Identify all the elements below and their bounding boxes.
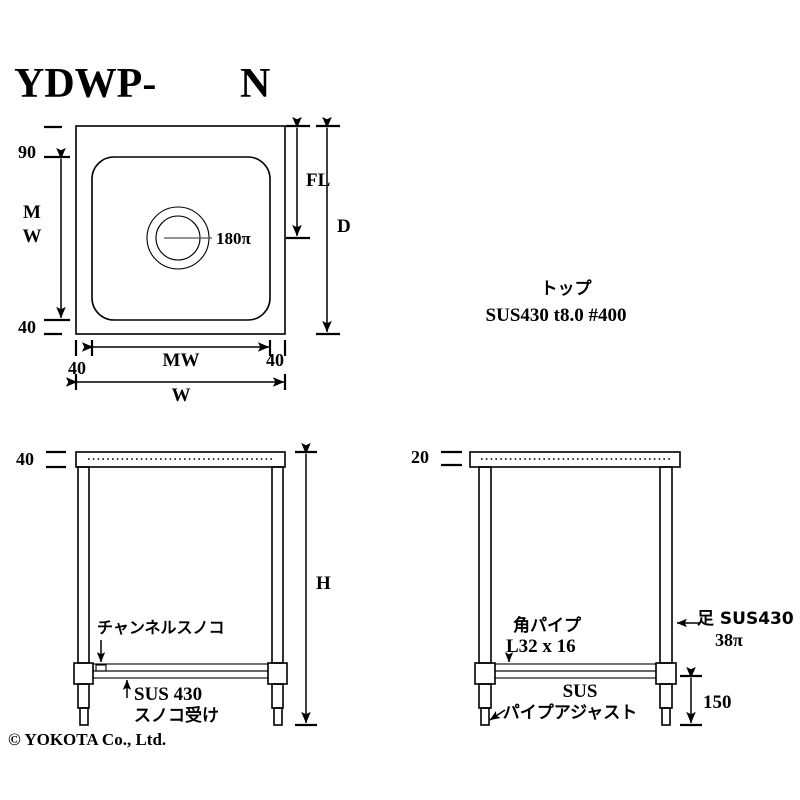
front-callout-support-line2: スノコ受け — [134, 705, 219, 726]
side-elevation-view: 20 角パイプ L32 x 16 足 SUS430 38π SUS パイプアジャ… — [411, 447, 794, 727]
dim-label-90: 90 — [18, 142, 36, 162]
drain-size-label: 180π — [216, 229, 252, 248]
front-elevation-view: 40 H チャンネルスノコ SUS 430 スノコ受け — [16, 442, 331, 727]
front-shelf-channel-detail — [95, 664, 107, 672]
basin-outline — [91, 156, 271, 321]
front-callout-support-line1: SUS 430 — [134, 684, 202, 705]
side-dim-label-150: 150 — [703, 692, 732, 713]
side-callout-pipe-line2: L32 x 16 — [506, 636, 576, 657]
side-callout-leg-line2: 38π — [715, 630, 743, 650]
front-top-slab — [75, 451, 286, 468]
side-callout-adjuster-leader — [489, 709, 506, 721]
front-shelf-rail-lower — [92, 670, 269, 679]
side-foot-left — [480, 707, 490, 726]
material-note-line2: SUS430 t8.0 #400 — [486, 305, 627, 326]
copyright-notice: © YOKOTA Co., Ltd. — [8, 730, 166, 749]
front-dim-label-40: 40 — [16, 449, 34, 469]
side-callout-leg-line1: 足 SUS430 — [697, 609, 794, 629]
dim-label-mw-horizontal: MW — [163, 350, 200, 371]
front-dim-label-h: H — [316, 573, 331, 594]
dim-label-d: D — [337, 216, 351, 237]
top-plate-outline — [75, 125, 286, 335]
front-foot-left — [79, 707, 89, 726]
material-note-line1: トップ — [541, 278, 593, 299]
dim-label-40-left: 40 — [18, 317, 36, 337]
top-material-note: トップ SUS430 t8.0 #400 — [486, 278, 627, 326]
side-callout-adjuster-line2: パイプアジャスト — [503, 702, 637, 723]
side-shelf-rail-lower — [494, 670, 657, 679]
dim-label-w: W — [172, 385, 191, 406]
dim-label-40-bottom-left: 40 — [68, 358, 86, 378]
side-foot-right — [661, 707, 671, 726]
drawing-title-suffix: N — [240, 61, 270, 107]
side-callout-adjuster-line1: SUS — [563, 681, 598, 702]
side-callout-pipe-line1: 角パイプ — [513, 615, 582, 636]
drawing-title: YDWP- — [14, 61, 156, 107]
dim-label-40-bottom-right: 40 — [266, 350, 284, 370]
side-top-slab — [469, 451, 681, 468]
front-callout-shelf-label: チャンネルスノコ — [97, 618, 225, 637]
side-dim-label-20: 20 — [411, 447, 429, 467]
front-foot-right — [273, 707, 283, 726]
